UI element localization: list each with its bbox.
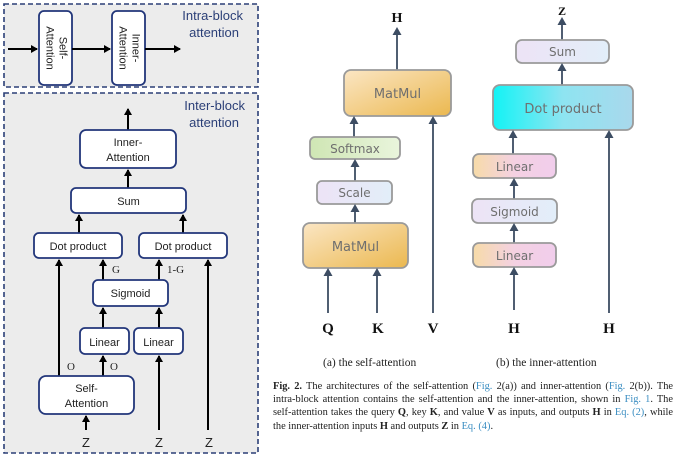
caption-text: in <box>600 407 615 419</box>
ia-sum-label: Sum <box>549 45 576 59</box>
inter-self-attention-line1: Self- <box>75 383 98 395</box>
inter-linear-left-block <box>79 327 130 355</box>
self-attention-diagram: H MatMul Softmax Scale MatMul Q K V <box>302 11 452 337</box>
sa-matmul-top-block <box>343 69 452 117</box>
caption-k: K <box>429 407 438 419</box>
sa-matmul-bottom-block <box>302 222 409 269</box>
link-fig-2a[interactable]: Fig. <box>475 381 493 392</box>
sa-output-h: H <box>392 11 403 26</box>
subcaption-a: (a) the self-attention <box>323 357 417 369</box>
inter-sigmoid-label: Sigmoid <box>111 288 151 300</box>
intra-block-title-line1: Intra-block <box>182 8 243 23</box>
caption-h: H <box>592 407 601 419</box>
intra-self-attention-line1: Self- <box>57 37 69 60</box>
inter-linear-right-label: Linear <box>143 337 174 349</box>
intra-inner-attention-line1: Inner- <box>130 34 142 63</box>
caption-text: and outputs <box>387 420 442 432</box>
ia-input-h-right: H <box>603 321 615 337</box>
inter-dot-product-right-label: Dot product <box>155 241 212 253</box>
sa-scale-label: Scale <box>338 186 370 200</box>
caption-text: . <box>490 420 494 432</box>
caption-fig-label: Fig. 2. <box>273 381 303 392</box>
inter-dot-product-left-label: Dot product <box>50 241 107 253</box>
link-eq-2[interactable]: Eq. (2) <box>614 407 645 419</box>
inter-dot-product-right-block <box>138 232 228 259</box>
sa-matmul-bottom-label: MatMul <box>332 240 379 255</box>
inner-attention-diagram: Z Sum Dot product Linear Sigmoid Linear … <box>471 4 634 337</box>
caption-text: 2(a)) and inner-attention ( <box>492 381 609 392</box>
caption-text: The architectures of the self-attention … <box>302 381 476 392</box>
inter-self-attention-line2: Attention <box>65 398 108 410</box>
caption-text: 2(b)). The intra-block attention contain… <box>273 381 674 406</box>
sa-matmul-top-label: MatMul <box>374 87 421 102</box>
caption-text: , and value <box>437 407 488 419</box>
caption-v: V <box>487 407 495 419</box>
input-z-3: Z <box>205 435 213 450</box>
caption-z: Z <box>441 420 449 432</box>
sa-input-k: K <box>372 321 384 337</box>
intra-block-panel: Intra-block attention Self- Attention In… <box>3 3 259 88</box>
caption-text: in <box>448 420 462 432</box>
caption-text: , while the inner-attention inputs <box>273 407 674 432</box>
input-z-2: Z <box>155 435 163 450</box>
inter-inner-attention-block <box>79 129 177 169</box>
caption-text: as inputs, and outputs <box>494 407 593 419</box>
inter-inner-attention-line2: Attention <box>106 152 149 164</box>
ia-output-z: Z <box>558 4 566 18</box>
link-fig-2b[interactable]: Fig. <box>608 381 626 392</box>
input-z-1: Z <box>82 435 90 450</box>
ia-sigmoid-label: Sigmoid <box>490 205 539 219</box>
inter-sum-block <box>70 187 187 214</box>
sa-softmax-label: Softmax <box>330 142 380 156</box>
sa-input-v: V <box>428 321 439 337</box>
ia-dot-product-label: Dot product <box>524 102 601 117</box>
figure-caption: Fig. 2. The architectures of the self-at… <box>273 380 673 433</box>
intra-self-attention-line2: Attention <box>44 26 56 69</box>
inter-dot-product-left-block <box>33 232 123 259</box>
inter-self-attention-block <box>38 375 135 415</box>
label-g: G <box>112 264 120 276</box>
inter-sum-label: Sum <box>117 196 140 208</box>
inter-linear-right-block <box>133 327 184 355</box>
subcaption-b: (b) the inner-attention <box>496 357 597 369</box>
caption-q: Q <box>397 407 406 419</box>
label-1-g: 1-G <box>167 264 184 276</box>
inter-block-title-line1: Inter-block <box>184 98 245 113</box>
inter-linear-left-label: Linear <box>89 337 120 349</box>
inter-block-title-line2: attention <box>189 115 239 130</box>
inter-block-panel: Inter-block attention Inner- Attention S… <box>3 92 259 454</box>
ia-dot-product-block <box>492 84 634 131</box>
ia-input-h-left: H <box>508 321 520 337</box>
caption-text: , key <box>406 407 430 419</box>
label-o-left: O <box>67 361 75 373</box>
link-fig-1[interactable]: Fig. 1 <box>624 394 651 406</box>
ia-linear-bottom-label: Linear <box>496 249 533 263</box>
intra-block-title-line2: attention <box>189 25 239 40</box>
intra-inner-attention-line2: Attention <box>117 26 129 69</box>
link-eq-4[interactable]: Eq. (4) <box>461 420 491 432</box>
caption-h: H <box>379 420 388 432</box>
ia-linear-top-label: Linear <box>496 160 533 174</box>
inter-inner-attention-line1: Inner- <box>114 137 143 149</box>
caption-text: . The self-attention takes the query <box>273 394 673 419</box>
inter-sigmoid-block <box>92 279 169 307</box>
sa-input-q: Q <box>322 321 334 337</box>
label-o-right: O <box>110 361 118 373</box>
